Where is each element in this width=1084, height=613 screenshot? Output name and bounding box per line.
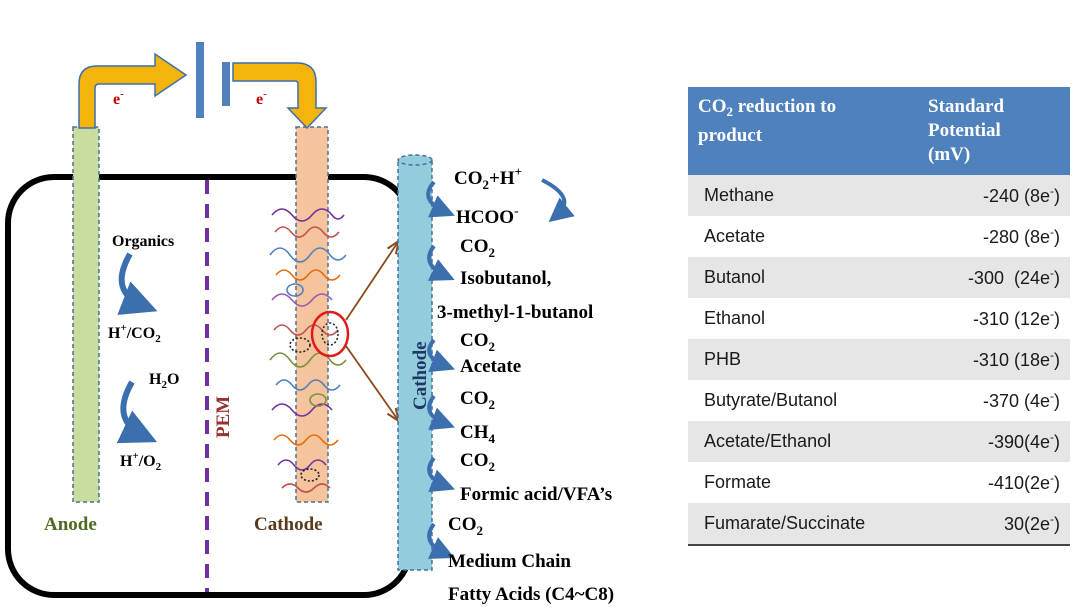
co2-label-methane: CO2 [460, 388, 495, 412]
organics-label: Organics [112, 233, 174, 250]
organics-curved-arrow [117, 252, 158, 315]
electron-arrow-right [232, 62, 328, 130]
table-row: Butanol-300 (24e-) [688, 257, 1070, 298]
co2-h-label: CO2+H+ [454, 164, 522, 192]
mcfa-arrow [427, 522, 455, 559]
product-cell: Butanol [688, 257, 920, 298]
hcoo-label: HCOO- [456, 203, 518, 228]
zoom-line-bottom [345, 345, 398, 420]
ch4-label: CH4 [460, 422, 496, 446]
table-row: PHB-310 (18e-) [688, 339, 1070, 380]
h-co2-label: H+/CO2 [108, 322, 161, 345]
methylbutanol-label: 3-methyl-1-butanol [437, 302, 593, 323]
power-plate-right [222, 62, 230, 106]
methane-arrow [427, 394, 455, 431]
magnified-region-circle [310, 310, 350, 358]
medium-chain-label: Medium Chain [448, 551, 571, 572]
cathode-label-bottom: Cathode [254, 514, 323, 535]
product-cell: Acetate [688, 216, 920, 257]
formic-acid-arrow [427, 456, 455, 493]
zoom-line-top [345, 242, 398, 321]
product-cell: Ethanol [688, 298, 920, 339]
table-row: Butyrate/Butanol-370 (4e-) [688, 380, 1070, 421]
table-row: Acetate-280 (8e-) [688, 216, 1070, 257]
potential-cell: -370 (4e-) [920, 380, 1070, 421]
potential-cell: -310 (12e-) [920, 298, 1070, 339]
power-plate-left [196, 42, 204, 118]
table-row: Formate-410(2e-) [688, 462, 1070, 503]
isobutanol-arrow [427, 244, 455, 281]
anode-label: Anode [44, 514, 97, 535]
potential-cell: -240 (8e-) [920, 175, 1070, 216]
potential-cell: 30(2e-) [920, 503, 1070, 546]
co2-label-isobutanol: CO2 [460, 236, 495, 260]
product-cell: PHB [688, 339, 920, 380]
microbe-closeup [321, 322, 339, 346]
product-cell: Formate [688, 462, 920, 503]
electron-arrow-left [78, 52, 188, 129]
h-o2-label: H+/O2 [120, 450, 162, 473]
electron-label-right: e- [256, 88, 267, 108]
product-cell: Butyrate/Butanol [688, 380, 920, 421]
electron-label-left: e- [113, 88, 124, 108]
potential-cell: -300 (24e-) [920, 257, 1070, 298]
co2-label-formic: CO2 [460, 450, 495, 474]
bioelectrochemical-cell-diagram: e- e- Organics H+/CO2 H2O H+/O2 PEM Anod… [5, 42, 614, 605]
product-cell: Acetate/Ethanol [688, 421, 920, 462]
formate-cycle-arrow-left [426, 180, 455, 218]
h2o-label: H2O [149, 371, 179, 391]
potential-cell: -390(4e-) [920, 421, 1070, 462]
potential-cell: -310 (18e-) [920, 339, 1070, 380]
potential-cell: -410(2e-) [920, 462, 1070, 503]
formic-acid-label: Formic acid/VFA’s [460, 484, 612, 505]
fatty-acids-label: Fatty Acids (C4~C8) [448, 584, 614, 605]
cathode-column-top [397, 154, 433, 166]
formate-cycle-arrow-right [541, 178, 575, 223]
co2-label-mcfa: CO2 [448, 514, 483, 538]
product-cell: Fumarate/Succinate [688, 503, 920, 546]
biofilm-microbes [269, 208, 347, 493]
product-cell: Methane [688, 175, 920, 216]
acetate-arrow [427, 338, 455, 373]
water-curved-arrow [116, 380, 158, 444]
table-row: Ethanol-310 (12e-) [688, 298, 1070, 339]
pem-label: PEM [213, 396, 234, 438]
table-row: Acetate/Ethanol-390(4e-) [688, 421, 1070, 462]
acetate-product-label: Acetate [460, 356, 521, 377]
anode-electrode [72, 126, 100, 503]
potential-cell: -280 (8e-) [920, 216, 1070, 257]
cathode-column-label: Cathode [410, 341, 431, 410]
isobutanol-label: Isobutanol, [460, 268, 552, 289]
table-row: Methane-240 (8e-) [688, 175, 1070, 216]
co2-label-acetate: CO2 [460, 330, 495, 354]
